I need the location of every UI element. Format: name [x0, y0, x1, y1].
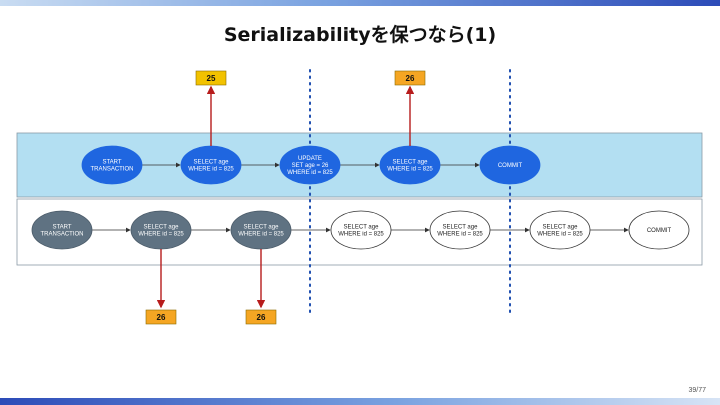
lane1-result-value: 26 [406, 74, 415, 83]
lane1-result-badge [394, 70, 426, 86]
lane2-node-shape [628, 210, 690, 250]
page-number: 39/77 [688, 387, 706, 394]
lane1-node-label: SELECT age [393, 159, 429, 165]
lane1-node-1: START TRANSACTION [81, 145, 143, 185]
lane2-result-value: 26 [257, 313, 266, 322]
lane1-node-shape [279, 145, 341, 185]
lane1-node-label: WHERE id = 825 [287, 170, 333, 176]
lane2-node-label: SELECT age [144, 224, 180, 230]
lane2-node-label: SELECT age [543, 224, 579, 230]
lane2-node-label: COMMIT [647, 228, 672, 234]
lane1-node-label: COMMIT [498, 163, 523, 169]
lane2-node-label: START [52, 224, 71, 230]
top-accent-bar [0, 0, 720, 6]
lane2-node-shape [529, 210, 591, 250]
lane1-node-shape [479, 145, 541, 185]
lane2-node-label: WHERE id = 825 [437, 232, 483, 238]
lane2-node-label: SELECT age [443, 224, 479, 230]
lane1-node-shape [81, 145, 143, 185]
lane1-result-value: 25 [207, 74, 216, 83]
lane1-node-label: WHERE id = 825 [387, 167, 433, 173]
lane2-result-badge [145, 309, 177, 325]
lane2-node-label: SELECT age [244, 224, 280, 230]
lane2-result-value: 26 [157, 313, 166, 322]
lane2-node-label: SELECT age [344, 224, 380, 230]
lane1-node-label: WHERE id = 825 [188, 167, 234, 173]
lane1-node-label: START [102, 159, 121, 165]
lane1-result-badge [195, 70, 227, 86]
lane2-node-label: WHERE id = 825 [537, 232, 583, 238]
lane1-node-label: SELECT age [194, 159, 230, 165]
lane1-node-5: COMMIT [479, 145, 541, 185]
lane2-node-1: START TRANSACTION [31, 210, 93, 250]
lane2-node-shape [330, 210, 392, 250]
lane2-result-badge [245, 309, 277, 325]
lane2-node-label: WHERE id = 825 [238, 232, 284, 238]
lane2-node-shape [31, 210, 93, 250]
lane2-node-7: COMMIT [628, 210, 690, 250]
lane2-node-label: TRANSACTION [40, 232, 83, 238]
lane2-node-shape [429, 210, 491, 250]
lane1-node-label: UPDATE [298, 156, 322, 162]
lane1-node-label: SET age = 26 [292, 163, 329, 169]
lane2-node-label: WHERE id = 825 [138, 232, 184, 238]
bottom-accent-bar [0, 398, 720, 405]
lane2-node-label: WHERE id = 825 [338, 232, 384, 238]
slide-title: Serializabilityを保つなら(1) [223, 24, 497, 46]
lane1-node-label: TRANSACTION [90, 167, 133, 173]
